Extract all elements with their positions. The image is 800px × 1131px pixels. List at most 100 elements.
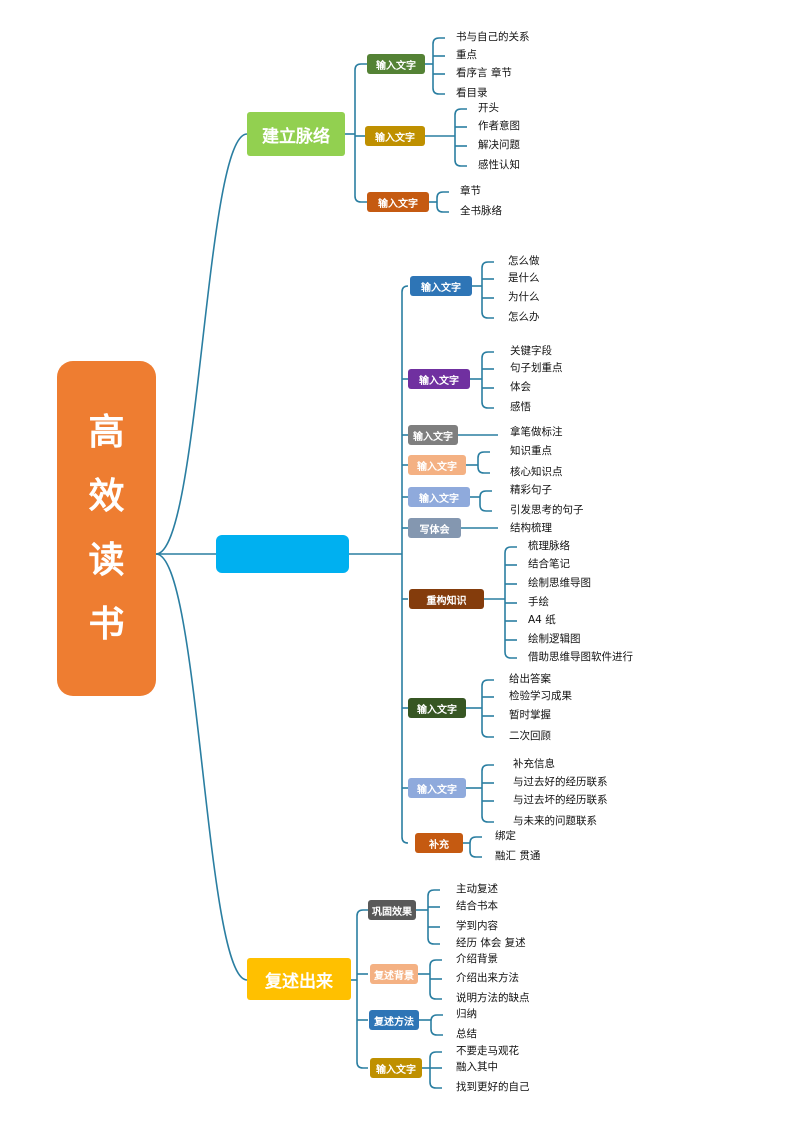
root-char: 书	[88, 603, 125, 645]
leaf-item: 拿笔做标注	[510, 426, 563, 438]
leaf-item: 关键字段	[510, 345, 552, 357]
connector	[479, 490, 492, 498]
leaf-item: 看序言 章节	[456, 67, 512, 79]
leaf-item: 怎么做	[508, 255, 540, 267]
leaf-item: 与过去坏的经历联系	[513, 794, 608, 806]
leaf-item: 引发思考的句子	[510, 504, 584, 516]
connector	[429, 1081, 442, 1089]
leaf-item: 绑定	[495, 830, 516, 842]
leaf-item: 书与自己的关系	[456, 31, 530, 43]
leaf-item: 融汇 贯通	[495, 850, 541, 862]
leaf-item: 精彩句子	[510, 484, 552, 496]
leaf-item: 结合笔记	[528, 558, 570, 570]
leaf-item: 体会	[510, 381, 531, 393]
sub-node[interactable]: 输入文字	[410, 276, 472, 296]
sub-node[interactable]: 输入文字	[367, 192, 429, 212]
sub-node[interactable]: 巩固效果	[368, 900, 416, 920]
leaf-item: 说明方法的缺点	[456, 992, 530, 1004]
leaf-item: 感悟	[510, 401, 531, 413]
leaf-item: 手绘	[528, 596, 549, 608]
sub-node[interactable]: 输入文字	[408, 698, 466, 718]
leaf-item: 给出答案	[509, 673, 551, 685]
leaf-item: 重点	[456, 49, 477, 61]
leaf-item: 检验学习成果	[509, 690, 572, 702]
leaf-item: 解决问题	[478, 139, 520, 151]
sub-node[interactable]: 输入文字	[408, 425, 458, 445]
connector	[481, 730, 494, 738]
sub-node[interactable]: 输入文字	[365, 126, 425, 146]
leaf-item: 找到更好的自己	[456, 1081, 530, 1093]
connector	[427, 937, 440, 945]
connector	[401, 285, 409, 293]
leaf-item: 梳理脉络	[528, 540, 570, 552]
branch-retell[interactable]: 复述出来	[247, 958, 351, 1000]
leaf-item: 与过去好的经历联系	[513, 776, 608, 788]
leaf-item: 是什么	[508, 272, 540, 284]
leaf-item: 介绍背景	[456, 953, 498, 965]
connector	[436, 191, 449, 199]
connector	[429, 1051, 442, 1059]
connector	[436, 205, 449, 213]
leaf-item: 章节	[460, 185, 481, 197]
leaf-item: 知识重点	[510, 445, 552, 457]
connector	[429, 992, 442, 1000]
leaf-item: 归纳	[456, 1008, 477, 1020]
leaf-item: 总结	[456, 1028, 477, 1040]
connector	[356, 909, 368, 917]
root-node[interactable]: 高 效 读 书	[57, 361, 156, 696]
connector	[479, 504, 492, 512]
sub-node[interactable]: 输入文字	[408, 369, 470, 389]
root-char: 效	[88, 475, 125, 517]
leaf-item: 结构梳理	[510, 522, 552, 534]
connector	[481, 401, 494, 409]
sub-node[interactable]: 复述方法	[369, 1010, 419, 1030]
leaf-item: 核心知识点	[510, 466, 563, 478]
leaf-item: 看目录	[456, 87, 488, 99]
connector	[354, 195, 367, 203]
connector	[481, 351, 494, 359]
leaf-item: 怎么办	[508, 311, 540, 323]
leaf-item: 与未来的问题联系	[513, 815, 597, 827]
connector	[432, 37, 445, 45]
connector	[477, 466, 490, 474]
sub-node[interactable]: 补充	[415, 833, 463, 853]
connector	[481, 764, 494, 772]
connector	[504, 651, 517, 659]
leaf-item: 主动复述	[456, 883, 498, 895]
root-char: 高	[88, 411, 125, 453]
leaf-item: 作者意图	[478, 120, 520, 132]
leaf-item: 补充信息	[513, 758, 555, 770]
connector	[354, 63, 367, 71]
leaf-item: 二次回顾	[509, 730, 551, 742]
leaf-item: 经历 体会 复述	[456, 937, 526, 949]
leaf-item: 感性认知	[478, 159, 520, 171]
leaf-item: 绘制思维导图	[528, 577, 591, 589]
connector	[477, 451, 490, 459]
connector	[155, 553, 248, 981]
connector	[430, 1014, 443, 1022]
sub-node[interactable]: 输入文字	[408, 487, 470, 507]
leaf-item: 介绍出来方法	[456, 972, 519, 984]
connector	[356, 1061, 368, 1069]
leaf-item: 结合书本	[456, 900, 498, 912]
connector	[429, 959, 442, 967]
sub-node[interactable]: 输入文字	[370, 1058, 422, 1078]
sub-node[interactable]: 输入文字	[408, 778, 466, 798]
leaf-item: 融入其中	[456, 1061, 498, 1073]
connector	[504, 546, 517, 554]
sub-node[interactable]: 重构知识	[409, 589, 484, 609]
leaf-item: 全书脉络	[460, 205, 502, 217]
sub-node[interactable]: 输入文字	[408, 455, 466, 475]
connector	[469, 836, 482, 844]
connector	[469, 850, 482, 858]
branch-middle[interactable]	[216, 535, 349, 573]
connector	[481, 679, 494, 687]
connector	[481, 261, 494, 269]
leaf-item: 不要走马观花	[456, 1045, 519, 1057]
sub-node[interactable]: 写体会	[408, 518, 461, 538]
leaf-item: 句子划重点	[510, 362, 563, 374]
branch-build-context[interactable]: 建立脉络	[247, 112, 345, 156]
sub-node[interactable]: 输入文字	[367, 54, 425, 74]
sub-node[interactable]: 复述背景	[370, 964, 418, 984]
